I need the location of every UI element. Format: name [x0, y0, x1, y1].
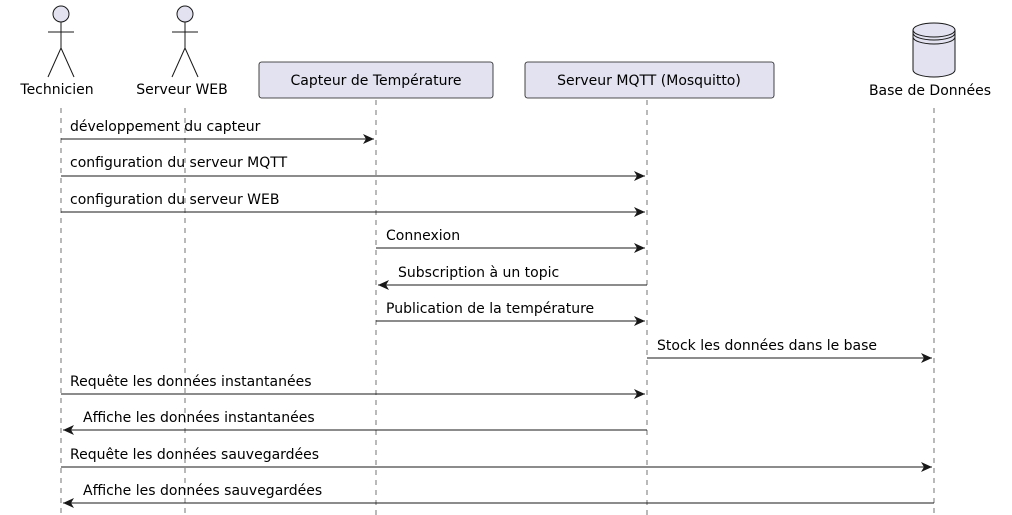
participant-label: Serveur WEB	[136, 82, 228, 98]
message-arrowhead	[634, 207, 645, 217]
participant-label: Serveur MQTT (Mosquitto)	[557, 73, 741, 89]
participant-label: Capteur de Température	[290, 73, 461, 89]
message-arrowhead	[63, 498, 74, 508]
message-label: développement du capteur	[70, 119, 261, 135]
message: Publication de la température	[376, 301, 645, 326]
participant-label: Base de Données	[869, 83, 991, 99]
message-label: Affiche les données instantanées	[83, 410, 315, 426]
message: Stock les données dans le base	[647, 338, 932, 363]
message-arrowhead	[363, 134, 374, 144]
participant-box	[524, 61, 775, 99]
message-label: Requête les données instantanées	[70, 374, 312, 390]
message-arrowhead	[634, 243, 645, 253]
message-arrowhead	[921, 462, 932, 472]
message-label: Stock les données dans le base	[657, 338, 877, 354]
message: Subscription à un topic	[378, 265, 647, 290]
message-label: Publication de la température	[386, 301, 594, 317]
database-icon	[912, 22, 956, 78]
message: Affiche les données instantanées	[63, 410, 647, 435]
message-label: Requête les données sauvegardées	[70, 447, 319, 463]
message: Affiche les données sauvegardées	[63, 483, 934, 508]
message-label: Subscription à un topic	[398, 265, 559, 281]
message-arrowhead	[921, 353, 932, 363]
message-arrowhead	[378, 280, 389, 290]
participant-db: Base de Données	[869, 22, 991, 99]
message-label: configuration du serveur WEB	[70, 192, 279, 208]
participant-box	[258, 61, 494, 99]
actor-technicien: Technicien	[19, 5, 94, 98]
message: Requête les données sauvegardées	[61, 447, 932, 472]
message-arrowhead	[634, 171, 645, 181]
message: Connexion	[376, 228, 645, 253]
message-label: configuration du serveur MQTT	[70, 155, 288, 171]
message: Requête les données instantanées	[61, 374, 645, 399]
participant-label: Technicien	[19, 82, 93, 98]
message: développement du capteur	[61, 119, 374, 144]
messages: développement du capteur configuration d…	[61, 119, 934, 508]
message-arrowhead	[63, 425, 74, 435]
actor-icon	[47, 5, 75, 78]
participant-mqtt: Serveur MQTT (Mosquitto)	[524, 61, 775, 99]
message-label: Affiche les données sauvegardées	[83, 483, 322, 499]
message-arrowhead	[634, 389, 645, 399]
message-arrowhead	[634, 316, 645, 326]
actor-icon	[171, 5, 199, 78]
actor-web: Serveur WEB	[136, 5, 228, 98]
message-label: Connexion	[386, 228, 460, 244]
message: configuration du serveur MQTT	[61, 155, 645, 181]
lifelines	[60, 100, 935, 515]
message: configuration du serveur WEB	[61, 192, 645, 217]
participant-capteur: Capteur de Température	[258, 61, 494, 99]
